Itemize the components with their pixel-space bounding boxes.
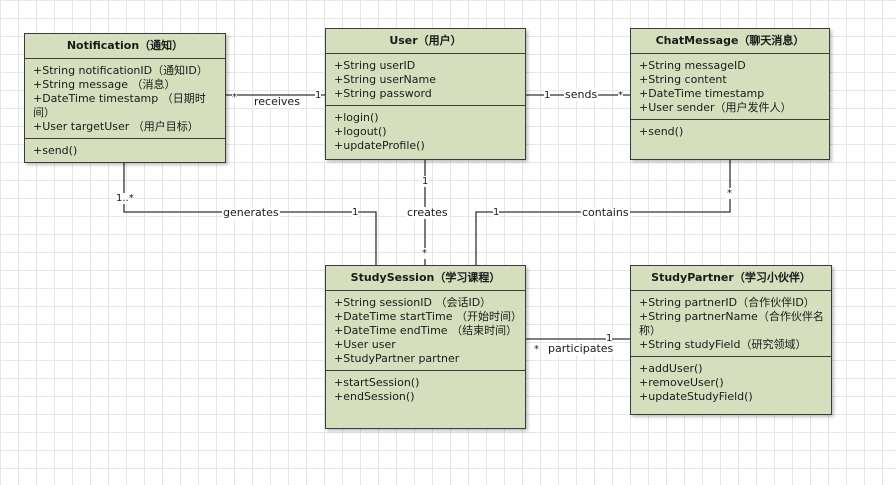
mult-participates-studypartner: 1 (606, 333, 613, 344)
attribute: +DateTime endTime （结束时间） (334, 324, 518, 337)
attribute: +String userName (334, 73, 436, 86)
mult-receives-user: 1 (315, 90, 322, 101)
method: +send() (33, 144, 78, 157)
attribute: +String password (334, 87, 432, 100)
methods-section: +login()+logout()+updateProfile() (326, 105, 525, 157)
attributes-section: +String messageID+String content+DateTim… (631, 54, 829, 119)
mult-sends-user: 1 (544, 90, 551, 101)
attribute: +String messageID (639, 59, 746, 72)
attribute: +User sender（用户发件人） (639, 101, 792, 114)
method: +removeUser() (639, 376, 724, 389)
class-studypartner[interactable]: StudyPartner（学习小伙伴）+String partnerID（合作伙… (630, 265, 832, 415)
attribute: +DateTime startTime （开始时间） (334, 310, 522, 323)
class-name: User（用户） (326, 29, 525, 54)
label-receives: receives (253, 95, 301, 108)
method: +login() (334, 111, 379, 124)
attribute: +DateTime timestamp (639, 87, 765, 100)
attribute: +String message （消息） (33, 78, 176, 91)
methods-section: +addUser()+removeUser()+updateStudyField… (631, 356, 831, 408)
label-creates: creates (406, 206, 449, 219)
mult-generates-studysession: 1 (352, 207, 359, 218)
mult-generates-notification: 1..* (116, 193, 134, 204)
attributes-section: +String notificationID（通知ID）+String mess… (25, 59, 225, 138)
class-name: StudySession（学习课程） (326, 266, 525, 291)
label-contains: contains (581, 206, 630, 219)
mult-creates-studysession: * (422, 248, 427, 259)
mult-receives-notification: * (232, 92, 237, 103)
attribute: +String userID (334, 59, 416, 72)
mult-contains-chatmessage: * (727, 188, 732, 199)
class-user[interactable]: User（用户）+String userID+String userName+S… (325, 28, 526, 160)
mult-participates-studysession: * (534, 344, 539, 355)
label-sends: sends (564, 88, 599, 101)
methods-section: +send() (631, 119, 829, 143)
method: +logout() (334, 125, 387, 138)
attribute: +User user (334, 338, 396, 351)
attribute: +String notificationID（通知ID） (33, 64, 208, 77)
method: +startSession() (334, 376, 420, 389)
attributes-section: +String userID+String userName+String pa… (326, 54, 525, 105)
class-notification[interactable]: Notification（通知）+String notificationID（通… (24, 33, 226, 163)
class-name: Notification（通知） (25, 34, 225, 59)
attribute: +String content (639, 73, 727, 86)
method: +send() (639, 125, 684, 138)
class-name: ChatMessage（聊天消息） (631, 29, 829, 54)
attribute: +String sessionID （会话ID） (334, 296, 492, 309)
attribute: +User targetUser （用户目标） (33, 120, 199, 133)
label-generates: generates (222, 206, 280, 219)
method: +addUser() (639, 362, 703, 375)
class-name: StudyPartner（学习小伙伴） (631, 266, 831, 291)
attribute: +DateTime timestamp （日期时间） (33, 92, 206, 119)
class-studysession[interactable]: StudySession（学习课程）+String sessionID （会话I… (325, 265, 526, 429)
method: +updateProfile() (334, 139, 425, 152)
attribute: +String partnerID（合作伙伴ID） (639, 296, 815, 309)
attribute: +String studyField（研究领域） (639, 338, 807, 351)
methods-section: +startSession()+endSession() (326, 370, 525, 408)
label-participates: participates (547, 342, 615, 355)
mult-creates-user: 1 (422, 176, 429, 187)
mult-contains-studysession: 1 (493, 207, 500, 218)
attributes-section: +String partnerID（合作伙伴ID）+String partner… (631, 291, 831, 356)
methods-section: +send() (25, 138, 225, 162)
method: +endSession() (334, 390, 415, 403)
class-chatmessage[interactable]: ChatMessage（聊天消息）+String messageID+Strin… (630, 28, 830, 160)
attributes-section: +String sessionID （会话ID）+DateTime startT… (326, 291, 525, 370)
mult-sends-chatmessage: * (618, 90, 623, 101)
attribute: +String partnerName（合作伙伴名称） (639, 310, 824, 337)
attribute: +StudyPartner partner (334, 352, 460, 365)
method: +updateStudyField() (639, 390, 753, 403)
